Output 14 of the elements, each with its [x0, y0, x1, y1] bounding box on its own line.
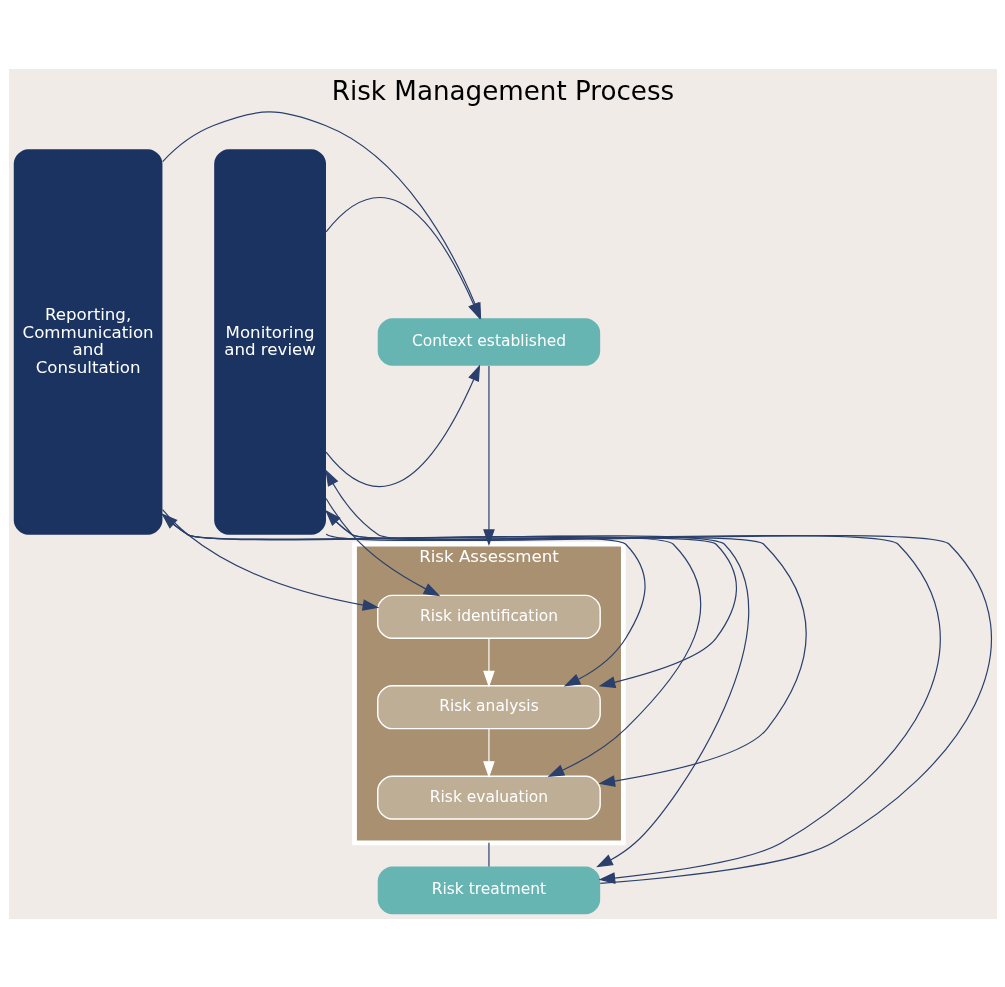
connector [487, 841, 490, 867]
node-box: Reporting, Communication and Consultation [13, 148, 162, 535]
node-box: Monitoring and review [213, 148, 326, 535]
arrow [325, 533, 940, 884]
node-box: Risk analysis [376, 684, 601, 729]
node-box: Risk identification [376, 594, 601, 639]
arrow [325, 364, 480, 487]
node-box: Risk treatment [377, 866, 600, 914]
arrow [482, 364, 495, 546]
diagram-title: Risk Management Process [331, 75, 674, 106]
node-box: Context established [377, 317, 600, 366]
arrow [482, 637, 495, 687]
node-box: Risk evaluation [376, 774, 601, 820]
arrow [482, 727, 495, 778]
